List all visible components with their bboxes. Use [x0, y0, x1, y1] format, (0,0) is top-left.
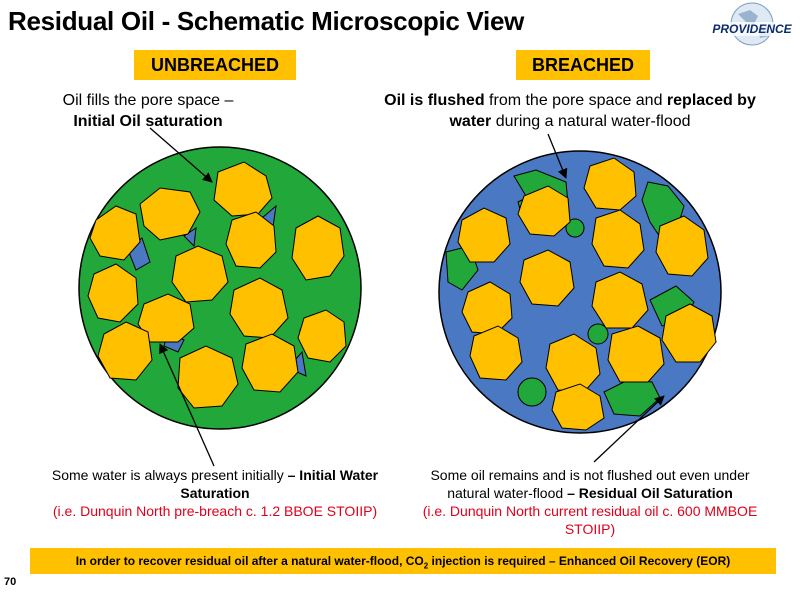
- initial-water-note-text: Some water is always present initially: [51, 467, 288, 483]
- breached-caption-text-2: during a natural water-flood: [491, 113, 691, 130]
- breached-grains: [457, 157, 717, 431]
- grain: [655, 215, 709, 277]
- grain: [545, 333, 601, 393]
- breached-pore-view: [438, 150, 722, 434]
- grain: [551, 383, 605, 431]
- grain: [517, 185, 571, 237]
- grain: [241, 333, 299, 393]
- grain: [87, 263, 139, 323]
- page-number: 70: [4, 576, 17, 588]
- residual-oil-note-detail: (i.e. Dunquin North current residual oil…: [422, 503, 758, 537]
- logo-text: PROVIDENCE: [712, 22, 792, 36]
- unbreached-caption: Oil fills the pore space – Initial Oil s…: [8, 90, 288, 132]
- breached-header: BREACHED: [516, 50, 650, 80]
- eor-banner: In order to recover residual oil after a…: [30, 548, 776, 574]
- oil-droplet: [565, 218, 585, 238]
- initial-water-note: Some water is always present initially –…: [40, 466, 390, 520]
- grain: [137, 293, 195, 343]
- grain: [607, 325, 665, 383]
- grain: [291, 215, 345, 281]
- arrow-residual-oil: [593, 395, 665, 463]
- oil-droplet: [587, 323, 609, 345]
- grain: [661, 303, 717, 363]
- grain: [583, 157, 637, 211]
- initial-water-note-bold: – Initial Water Saturation: [180, 467, 379, 501]
- grain: [469, 325, 523, 381]
- unbreached-caption-line1: Oil fills the pore space –: [62, 92, 234, 109]
- grain: [591, 271, 649, 329]
- residual-oil-note-text: Some oil remains and is not flushed out …: [430, 467, 750, 501]
- arrow-water-flood: [547, 133, 568, 179]
- grain: [171, 245, 229, 303]
- eor-banner-subscript: 2: [423, 561, 429, 571]
- grain: [89, 205, 141, 261]
- unbreached-pore-view: [78, 146, 362, 430]
- grain: [457, 207, 511, 263]
- eor-banner-text-1: In order to recover residual oil after a…: [75, 554, 424, 568]
- unbreached-grains: [87, 161, 347, 409]
- breached-caption-text-1: from the pore space and: [484, 92, 667, 109]
- eor-banner-text-2: injection is required – Enhanced Oil Rec…: [428, 554, 731, 568]
- initial-water-note-detail: (i.e. Dunquin North pre-breach c. 1.2 BB…: [52, 503, 378, 519]
- grain: [97, 321, 153, 381]
- grain: [139, 187, 201, 241]
- grain: [297, 309, 347, 363]
- residual-oil-note: Some oil remains and is not flushed out …: [410, 466, 770, 538]
- grain: [461, 281, 513, 335]
- page-title: Residual Oil - Schematic Microscopic Vie…: [8, 6, 525, 36]
- grain: [519, 249, 575, 307]
- residual-oil-note-bold: – Residual Oil Saturation: [567, 485, 733, 501]
- grain: [591, 209, 645, 269]
- arrow-initial-oil: [149, 127, 213, 183]
- breached-caption: Oil is flushed from the pore space and r…: [370, 90, 770, 132]
- breached-caption-bold-2: replaced by water: [449, 92, 756, 130]
- breached-caption-bold-1: Oil is flushed: [384, 92, 485, 109]
- grain: [213, 161, 273, 217]
- grain: [225, 211, 277, 269]
- providence-logo: PROVIDENCE: [706, 2, 798, 46]
- unbreached-header: UNBREACHED: [134, 50, 296, 80]
- arrow-initial-water: [159, 343, 215, 467]
- unbreached-caption-bold: Initial Oil saturation: [73, 113, 223, 130]
- oil-droplet: [517, 377, 547, 407]
- grain: [229, 277, 289, 339]
